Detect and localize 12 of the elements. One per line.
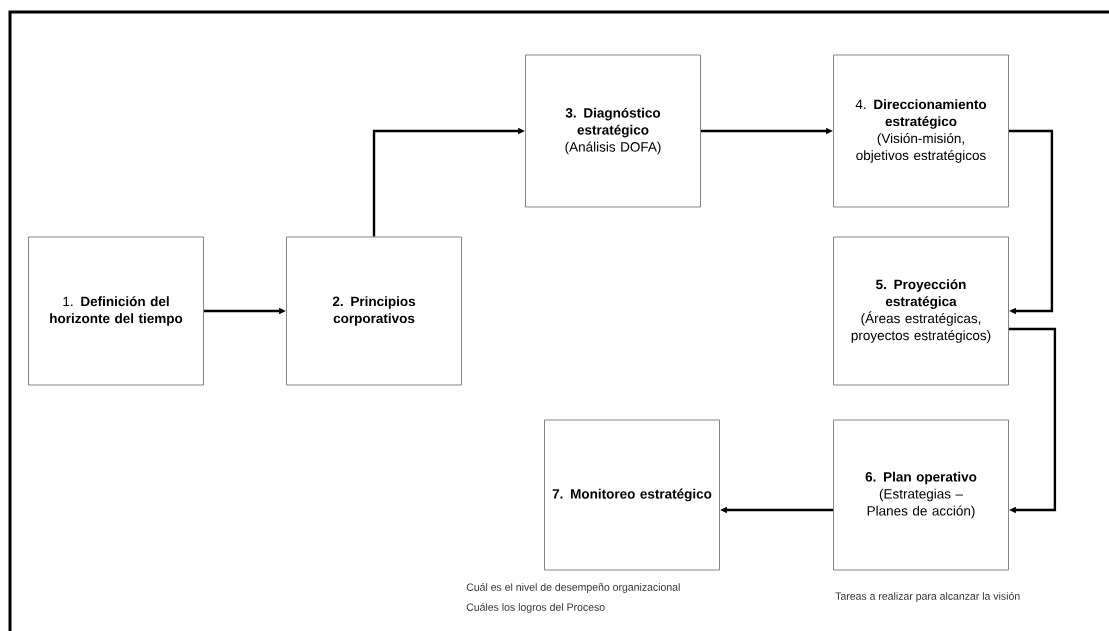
process-box: 2. Principios corporativos xyxy=(286,236,462,386)
note-text: Cuál es el nivel de desempeño organizacional xyxy=(466,583,680,593)
process-box: 7. Monitoreo estratégico xyxy=(544,419,720,571)
note-text: Tareas a realizar para alcanzar la visión xyxy=(835,592,1020,602)
process-box: 6. Plan operativo (Estrategias – Planes de acción) xyxy=(833,419,1009,571)
process-box: 1. Definición del horizonte del tiempo xyxy=(28,236,204,386)
arrow xyxy=(1008,129,1054,315)
process-box: 4. Direccionamiento estratégico (Visión-misión, objetivos estratégicos xyxy=(833,54,1009,208)
note-text: Cuáles los logros del Proceso xyxy=(466,603,605,613)
arrow xyxy=(1008,327,1057,514)
process-box: 5. Proyección estratégica (Áreas estratégicas, proyectos estratégicos) xyxy=(833,236,1009,386)
process-box: 3. Diagnóstico estratégico (Análisis DOFA) xyxy=(525,54,701,208)
